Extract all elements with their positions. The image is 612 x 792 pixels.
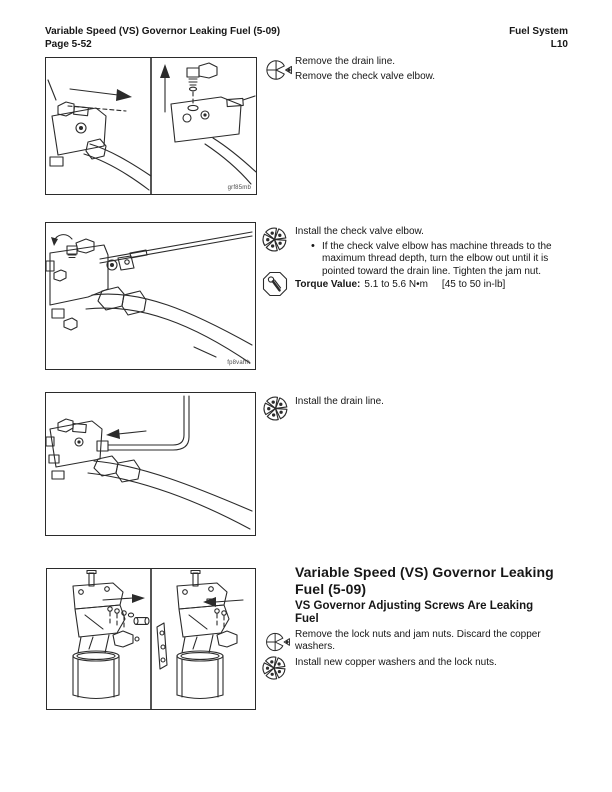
figure-install-elbow-art: [46, 231, 253, 364]
figure-remove-elbow: grf85mb: [45, 57, 257, 195]
figure-caption: fp8vahh: [227, 360, 250, 366]
remove-step-icon: .ln{stroke:#2b2b2b;fill:none;stroke-widt…: [262, 57, 292, 88]
header-system: Fuel System: [509, 26, 568, 37]
figure-caption: grf85mb: [227, 185, 251, 191]
torque-wrench-icon: [262, 271, 288, 302]
step-text: Install new copper washers and the lock …: [295, 657, 497, 668]
figure-governor-screws-art: [72, 569, 244, 709]
section-heading: Variable Speed (VS) Governor Leaking Fue…: [295, 564, 575, 598]
panel-right-art: [160, 62, 256, 185]
step-text: Install the check valve elbow.: [295, 226, 424, 237]
bullet-icon: •: [311, 240, 315, 252]
step-text: Remove the check valve elbow.: [295, 70, 436, 82]
header-right: Fuel System L10: [509, 26, 568, 51]
remove-step-icon: [262, 630, 290, 659]
install-step-icon: [262, 395, 289, 427]
header-page-number: Page 5-52: [45, 38, 92, 50]
torque-metric-value: 5.1 to 5.6 N•m: [364, 279, 428, 290]
step-text: Remove the lock nuts and jam nuts. Disca…: [295, 629, 541, 653]
bullet-text: If the check valve elbow has machine thr…: [322, 241, 552, 277]
torque-spec: Torque Value:5.1 to 5.6 N•m [45 to 50 in-…: [295, 279, 568, 291]
panel-left-art: [47, 79, 152, 191]
section-subheading: VS Governor Adjusting Screws Are Leaking…: [295, 600, 575, 626]
section-heading-line1: Variable Speed (VS) Governor Leaking: [295, 564, 554, 580]
figure-remove-elbow-art: [47, 58, 256, 194]
section-heading-line2: Fuel (5-09): [295, 581, 367, 597]
panel-right-art: [156, 569, 244, 700]
step-bullet-note: • If the check valve elbow has machine t…: [295, 240, 568, 278]
header-engine-model: L10: [550, 38, 568, 50]
section-subheading-line1: VS Governor Adjusting Screws Are Leaking: [295, 600, 534, 612]
figure-install-drain-line-art: [46, 395, 253, 530]
figure-governor-screws: [46, 568, 256, 710]
step-text: Remove the drain line.: [295, 56, 396, 67]
page-header: Variable Speed (VS) Governor Leaking Fue…: [45, 26, 568, 51]
section-subheading-line2: Fuel: [295, 613, 319, 625]
torque-imperial-value: [45 to 50 in-lb]: [441, 279, 506, 290]
install-step-icon: [261, 226, 288, 258]
header-title: Variable Speed (VS) Governor Leaking Fue…: [45, 26, 281, 37]
torque-label: Torque Value:: [295, 279, 361, 290]
install-step-icon: [261, 655, 287, 686]
header-left: Variable Speed (VS) Governor Leaking Fue…: [45, 26, 280, 51]
figure-install-drain-line: [45, 392, 256, 536]
figure-install-elbow: fp8vahh: [45, 222, 256, 370]
step-text: Install the drain line.: [295, 396, 384, 407]
panel-left-art: [72, 569, 150, 700]
